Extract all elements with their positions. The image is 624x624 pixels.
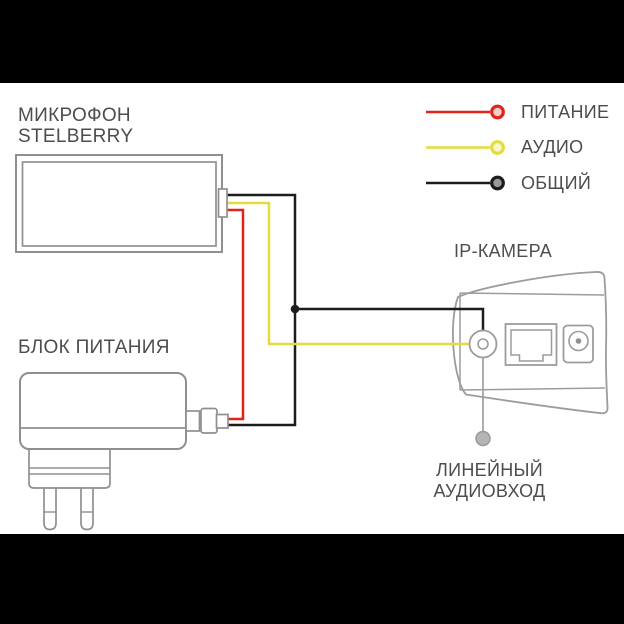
camera-ports [468, 323, 594, 447]
wires [227, 193, 485, 427]
ground-wire [227, 193, 297, 427]
dc-cord-connector-neck [185, 410, 201, 432]
microphone-body-inner [21, 161, 217, 247]
legend-graphics [426, 104, 505, 191]
audio-jack-icon [468, 329, 498, 359]
legend-power-label: ПИТАНИЕ [521, 102, 610, 122]
audio-wire [227, 201, 470, 346]
letterbox-top-bar [0, 0, 624, 83]
legend-power-terminal-icon [490, 104, 505, 120]
legend-ground-terminal-icon [490, 175, 505, 191]
camera-panel-bottom-edge [459, 387, 606, 391]
microphone-drawing [15, 154, 228, 253]
power-wire [227, 208, 245, 421]
letterbox-bottom-bar [0, 534, 624, 624]
microphone-label-line2: STELBERRY [18, 126, 134, 147]
power-supply-plug-base [28, 449, 111, 489]
ethernet-port-inner-icon [510, 329, 553, 362]
dc-power-port-ring-icon [568, 330, 589, 352]
plug-prong-left [43, 488, 57, 531]
audio-jack-center-icon [477, 338, 489, 350]
power-supply-drawing [19, 372, 229, 531]
power-supply-body [19, 372, 187, 450]
line-audio-input-label-line1: ЛИНЕЙНЫЙ [436, 460, 543, 480]
legend-ground-label: ОБЩИЙ [521, 173, 592, 193]
ip-camera-label: IP-КАМЕРА [454, 241, 552, 261]
dc-cord-connector-tip [215, 413, 229, 429]
ground-branch-wire [295, 307, 485, 332]
line-audio-input-label: ЛИНЕЙНЫЙ АУДИОВХОД [424, 460, 555, 502]
dc-cord-connector-body [200, 407, 218, 434]
power-supply-label: БЛОК ПИТАНИЯ [18, 337, 170, 358]
microphone-label: МИКРОФОН STELBERRY [18, 105, 133, 147]
legend-audio-label: АУДИО [521, 137, 584, 157]
line-audio-input-label-line2: АУДИОВХОД [433, 481, 546, 501]
camera-panel-top-edge [459, 292, 605, 296]
ethernet-port-icon [504, 323, 558, 366]
plug-prong-right [80, 488, 94, 531]
microphone-body [15, 154, 223, 253]
wire-junction-dot [290, 304, 300, 314]
microphone-label-line1: МИКРОФОН [18, 105, 131, 126]
audio-input-pointer-ball [475, 430, 491, 447]
legend-audio-terminal-icon [490, 140, 505, 155]
dc-power-port-pin-icon [575, 338, 582, 344]
microphone-connector-tab [217, 188, 228, 218]
